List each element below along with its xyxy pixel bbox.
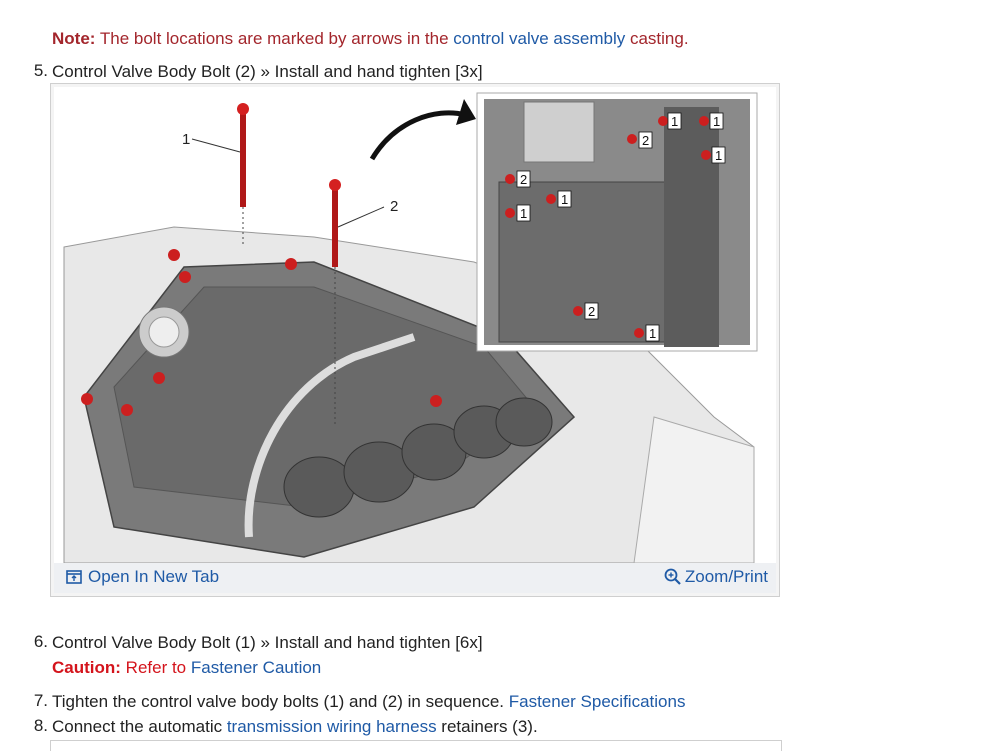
inset-label: 1 <box>671 114 678 129</box>
callout-1-label: 1 <box>182 131 190 148</box>
inset-label: 2 <box>520 172 527 187</box>
zoom-icon <box>664 568 681 585</box>
open-in-new-tab-button[interactable]: Open In New Tab <box>66 567 219 587</box>
inset-label: 1 <box>561 192 568 207</box>
step-6-text: Control Valve Body Bolt (1) » Install an… <box>52 633 483 652</box>
open-in-new-tab-label: Open In New Tab <box>88 567 220 586</box>
caution-label: Caution: <box>52 658 121 677</box>
caution-text: Refer to <box>120 658 191 677</box>
note-line: Note: The bolt locations are marked by a… <box>52 28 689 50</box>
transmission-diagram: 1 2 1 1 1 2 <box>63 92 758 563</box>
open-in-new-tab-icon <box>66 570 82 584</box>
inset-label: 1 <box>649 326 656 341</box>
figure-container: 1 2 1 1 1 2 <box>50 83 780 597</box>
step-8-text-end: retainers (3). <box>436 717 538 736</box>
zoom-print-label: Zoom/Print <box>684 567 768 586</box>
fastener-caution-link[interactable]: Fastener Caution <box>190 658 322 677</box>
inset-label: 1 <box>713 114 720 129</box>
step-8-text: Connect the automatic <box>52 717 227 736</box>
inset-label: 2 <box>588 304 595 319</box>
note-label: Note: <box>52 29 96 48</box>
transmission-wiring-harness-link[interactable]: transmission wiring harness <box>226 717 437 736</box>
step-number: 8. <box>33 716 48 735</box>
note-text-end: casting. <box>625 29 689 48</box>
caution-line: Caution: Refer to Fastener Caution <box>52 657 321 679</box>
zoom-print-button[interactable]: Zoom/Print <box>664 567 768 587</box>
inset-label: 1 <box>520 206 527 221</box>
control-valve-assembly-link[interactable]: control valve assembly <box>453 29 626 48</box>
fastener-specifications-link[interactable]: Fastener Specifications <box>508 692 686 711</box>
step-number: 5. <box>33 61 48 80</box>
step-number: 7. <box>33 691 48 710</box>
note-text: The bolt locations are marked by arrows … <box>95 29 454 48</box>
step-7-text: Tighten the control valve body bolts (1)… <box>52 692 509 711</box>
step-number: 6. <box>33 632 48 651</box>
callout-2-label: 2 <box>390 198 398 215</box>
figure-toolbar: Open In New Tab Zoom/Print <box>54 563 776 593</box>
step-7-line: Tighten the control valve body bolts (1)… <box>52 691 685 713</box>
step-8-line: Connect the automatic transmission wirin… <box>52 716 538 738</box>
next-figure-edge <box>50 740 782 751</box>
control-valve-illustration: 1 2 1 1 1 2 <box>54 87 776 563</box>
step-5-text: Control Valve Body Bolt (2) » Install an… <box>52 62 483 81</box>
inset-label: 1 <box>715 148 722 163</box>
inset-label: 2 <box>642 133 649 148</box>
